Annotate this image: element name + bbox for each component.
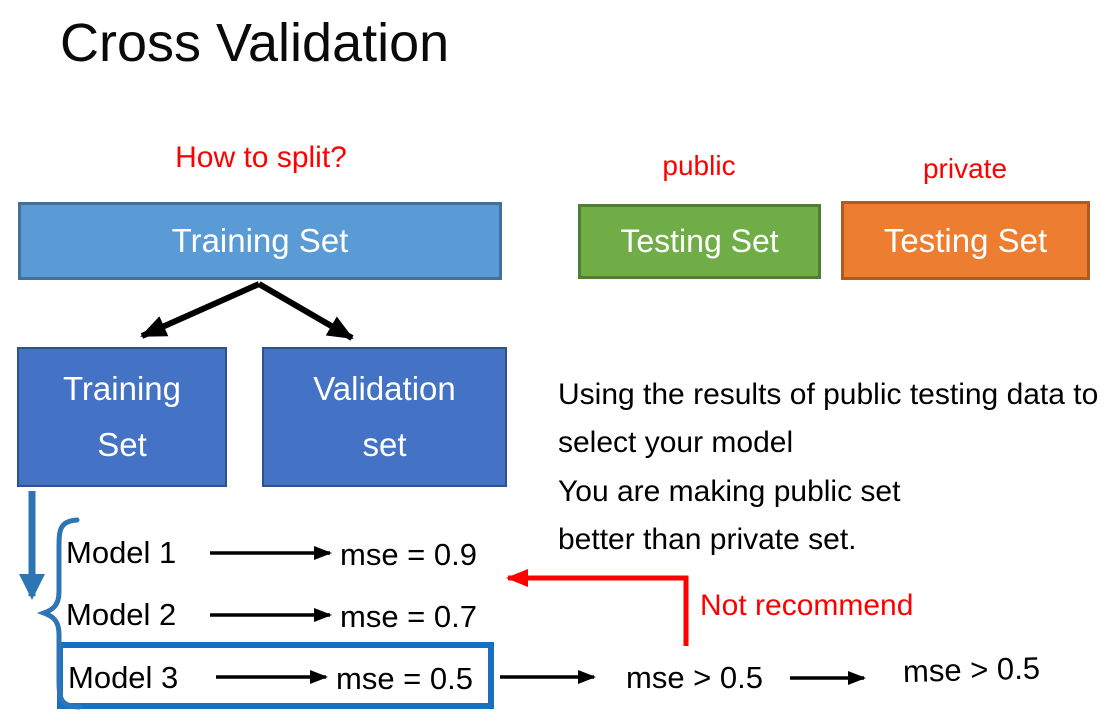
- model-2-result: mse = 0.7: [340, 599, 477, 634]
- outcome-private-mse: mse > 0.5: [902, 650, 1041, 690]
- box-validation-subset-label: Validation set: [313, 370, 456, 463]
- box-training-set-full-label: Training Set: [171, 222, 349, 259]
- box-training-subset: Training Set: [17, 347, 227, 487]
- model-3-label: Model 3: [68, 660, 179, 695]
- note-select-model: Using the results of public testing data…: [558, 378, 1099, 459]
- model-1-label: Model 1: [66, 535, 177, 570]
- box-testing-set-public: Testing Set: [578, 204, 821, 279]
- model-3-highlight-frame: [57, 642, 494, 709]
- page-title: Cross Validation: [60, 13, 450, 73]
- outcome-public-mse: mse > 0.5: [626, 660, 763, 695]
- label-public: public: [662, 150, 736, 181]
- model-3-result: mse = 0.5: [336, 661, 473, 696]
- label-private: private: [922, 153, 1008, 184]
- box-testing-set-private-label: Testing Set: [883, 221, 1048, 259]
- box-training-subset-label: Training Set: [63, 370, 181, 463]
- label-how-to-split: How to split?: [175, 141, 347, 174]
- box-testing-set-public-label: Testing Set: [620, 223, 779, 259]
- model-2-label: Model 2: [66, 597, 177, 632]
- not-recommend-arrow: [506, 569, 689, 646]
- note-public-better: You are making public set better than pr…: [558, 475, 901, 556]
- model-1-result: mse = 0.9: [340, 537, 477, 572]
- box-validation-subset: Validation set: [262, 347, 507, 487]
- label-not-recommend: Not recommend: [700, 589, 914, 622]
- split-arrow-left: [140, 281, 261, 339]
- split-arrow-right: [257, 281, 354, 341]
- box-training-set-full: Training Set: [18, 202, 502, 280]
- box-testing-set-private: Testing Set: [841, 201, 1090, 280]
